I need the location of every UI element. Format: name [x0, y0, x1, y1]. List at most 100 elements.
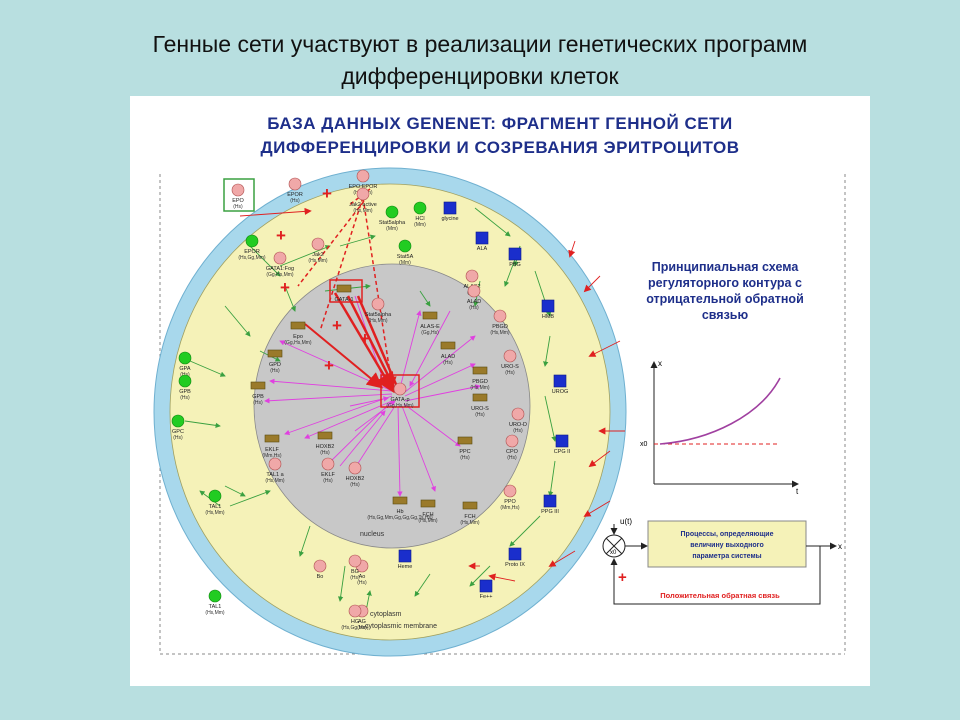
network-node-label: CPG II	[554, 449, 571, 455]
slide-title-line2: дифференцировки клеток	[341, 63, 619, 89]
network-node-shape	[392, 496, 408, 505]
network-node-shape	[208, 589, 222, 603]
network-node: URO-S(Hs)	[471, 393, 489, 418]
network-node-label: HOXB2	[316, 444, 335, 450]
network-node-shape	[336, 284, 352, 293]
network-node: Heme	[398, 549, 413, 570]
slide-title: Генные сети участвуют в реализации генет…	[0, 28, 960, 92]
network-node-shape	[311, 237, 325, 251]
network-node-shape	[288, 177, 302, 191]
network-node-shape	[465, 269, 479, 283]
plus-sign: +	[280, 278, 290, 297]
network-node-shape	[553, 374, 567, 388]
network-node-shape	[348, 554, 362, 568]
network-node: ALAS-E(Gg,Hs)	[420, 311, 440, 336]
network-node-species: (Hs,Mm)	[418, 518, 437, 524]
network-node-species: (Hs,Mm)	[490, 330, 509, 336]
network-node-label: HMB	[542, 314, 555, 320]
network-node-shape	[171, 414, 185, 428]
network-node-label: TAL1 a	[266, 472, 284, 478]
network-node: Jak2(Hs,Mm)	[308, 237, 328, 264]
scheme-title-line2: регуляторного контура с	[648, 276, 802, 290]
network-node-shape	[290, 321, 306, 330]
network-node-shape	[267, 349, 283, 358]
cytoplasm-label: cytoplasm	[370, 611, 402, 618]
gata-p-highlight	[380, 374, 420, 408]
network-node: GATA-p(Gg,Hs,Mm)	[386, 382, 414, 409]
plot-x0-label: x0	[640, 441, 648, 448]
network-node-shape	[443, 201, 457, 215]
network-node-species: (Mm)	[386, 226, 398, 232]
membrane-label: cytoplasmic membrane	[365, 623, 437, 630]
network-node: ALAD(Hs)	[467, 284, 481, 311]
network-node-shape	[467, 284, 481, 298]
network-node-species: (Hs)	[233, 204, 243, 210]
process-block-text: величину выходного	[690, 542, 764, 549]
process-block-text: параметра системы	[692, 553, 761, 560]
network-node-label: Heme	[398, 564, 413, 570]
network-node: TAL1 a(Hs,Mm)	[265, 457, 285, 484]
network-node: FCH(Hs,Mm)	[460, 501, 480, 526]
figure-title: БАЗА ДАННЫХ GENENET: ФРАГМЕНТ ГЕННОЙ СЕТ…	[130, 112, 870, 160]
network-node-shape	[208, 489, 222, 503]
network-node-label: FCH	[422, 512, 433, 518]
network-node-species: (Hs)	[350, 482, 360, 488]
network-node: PPO(Mm,Hs)	[500, 484, 520, 511]
network-node: GPB(Hs)	[250, 381, 266, 406]
network-node-shape	[479, 579, 493, 593]
network-node-species: (Hs,Gg,Mm)	[341, 625, 369, 631]
network-node: Stat5alpha(Hs,Mm)	[365, 297, 392, 324]
network-node-shape	[493, 309, 507, 323]
activation-edges	[297, 188, 400, 394]
network-node: GATA1:Fog(Gg,Hs,Mm)	[266, 251, 294, 278]
network-node-label: ALAD	[441, 354, 455, 360]
network-node-label: Hb	[396, 509, 403, 515]
network-node: HMB	[541, 299, 555, 320]
network-node-shape	[503, 484, 517, 498]
network-node: GPC(Hs)	[171, 414, 185, 441]
network-node-species: (Hs)	[350, 575, 360, 581]
plus-sign: +	[332, 316, 342, 335]
network-node: PPG III	[541, 494, 559, 515]
network-node: HOXB2(Hs)	[346, 461, 364, 488]
network-node-label: GATA-1	[334, 297, 353, 303]
network-node-label: Proto IX	[505, 562, 525, 568]
network-node-label: BG	[351, 569, 359, 575]
comparator-cross	[605, 537, 623, 555]
network-node: ALAD(Hs)	[440, 341, 456, 366]
network-node-species: (Mm)	[399, 260, 411, 266]
nucleus	[253, 263, 531, 549]
network-node-label: PPG III	[541, 509, 559, 515]
figure-title-line2: ДИФФЕРЕНЦИРОВКИ И СОЗРЕВАНИЯ ЭРИТРОЦИТОВ	[260, 138, 740, 157]
network-node: Jak2 active(Hs,Mm)	[349, 187, 377, 214]
network-node-label: TAL1	[209, 604, 222, 610]
network-node: PBG	[508, 247, 522, 268]
network-node-shape	[511, 407, 525, 421]
network-node: Hb(Hs,Gg,Mm,Gg,Gg,Gg,Ts,Hs)	[367, 496, 433, 521]
network-node: TAL1(Hs,Mm)	[205, 489, 225, 516]
network-node: PPC(Hs)	[457, 436, 473, 461]
network-node: FCH(Hs,Mm)	[418, 499, 438, 524]
network-node-species: (Hs)	[475, 412, 485, 418]
output-label: x	[838, 542, 842, 551]
slide-title-line1: Генные сети участвуют в реализации генет…	[152, 31, 808, 57]
network-node: URO-S(Hs)	[501, 349, 519, 376]
network-node: TAL1(Hs,Mm)	[205, 589, 225, 616]
network-node: BG(Hs)	[348, 554, 362, 581]
network-node-label: URO-S	[501, 364, 519, 370]
network-node-species: (Hs,Mm)	[368, 318, 387, 324]
network-node-shape	[503, 349, 517, 363]
control-scheme: x t x0 x0 u(t) Процессы, определяющие ве…	[602, 359, 842, 605]
network-node-label: Fe++	[480, 594, 493, 600]
plus-sign: +	[324, 356, 334, 375]
network-node: EPOR(Hs,Gg,Mm)	[238, 234, 266, 261]
network-node-shape	[457, 436, 473, 445]
network-node-species: (Mm,Hs)	[262, 453, 281, 459]
red-edges	[239, 207, 625, 582]
scheme-title-line3: отрицательной обратной	[646, 292, 804, 306]
network-node-species: (Hs,Mm)	[460, 520, 479, 526]
network-node-label: PPO	[504, 499, 516, 505]
network-node-label: PBG	[509, 262, 521, 268]
network-node-species: (Hs)	[469, 305, 479, 311]
network-node-species: (Mm)	[414, 222, 426, 228]
